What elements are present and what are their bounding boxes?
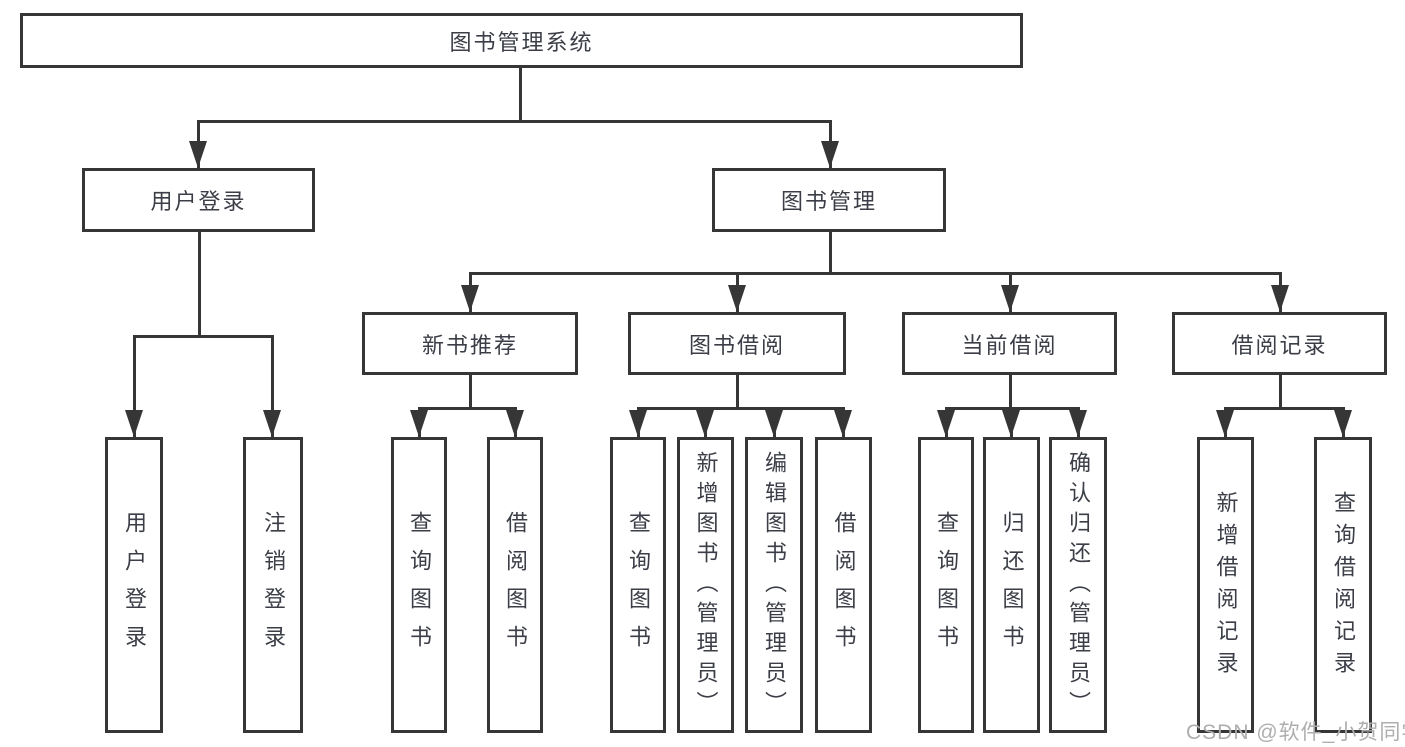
arrowhead-down-icon — [834, 410, 852, 437]
arrowhead-down-icon — [1002, 410, 1020, 437]
arrowhead-down-icon — [506, 410, 524, 437]
leaf-query-books: 查询图书 — [610, 437, 666, 733]
arrowhead-down-icon — [629, 410, 647, 437]
leaf-edit-books-admin: 编辑图书（管理员） — [745, 437, 803, 733]
arrowhead-down-icon — [1271, 285, 1289, 312]
node-current-borrowing: 当前借阅 — [902, 312, 1117, 375]
connector-line — [271, 335, 274, 437]
connector-line — [829, 232, 832, 274]
node-library-management-system: 图书管理系统 — [20, 13, 1023, 68]
arrowhead-down-icon — [765, 410, 783, 437]
arrowhead-down-icon — [1069, 410, 1087, 437]
arrowhead-down-icon — [263, 410, 281, 437]
leaf-add-borrow-record: 新增借阅记录 — [1197, 437, 1254, 733]
connector-line — [418, 407, 517, 410]
leaf-confirm-return-admin: 确认归还（管理员） — [1049, 437, 1107, 733]
arrowhead-down-icon — [1216, 410, 1234, 437]
connector-line — [133, 335, 136, 437]
leaf-logout: 注销登录 — [243, 437, 303, 733]
node-user-login: 用户登录 — [82, 168, 315, 232]
arrowhead-down-icon — [821, 141, 839, 168]
arrowhead-down-icon — [1334, 410, 1352, 437]
arrowhead-down-icon — [696, 410, 714, 437]
node-borrowing-records: 借阅记录 — [1172, 312, 1387, 375]
leaf-borrow-books: 借阅图书 — [487, 437, 543, 733]
leaf-query-borrow-record: 查询借阅记录 — [1314, 437, 1372, 733]
arrowhead-down-icon — [937, 410, 955, 437]
connector-line — [1279, 375, 1282, 409]
leaf-user-login: 用户登录 — [105, 437, 163, 733]
connector-line — [197, 120, 832, 123]
connector-line — [469, 375, 472, 409]
leaf-borrow-books: 借阅图书 — [815, 437, 872, 733]
arrowhead-down-icon — [125, 410, 143, 437]
connector-line — [198, 232, 201, 337]
connector-line — [1009, 375, 1012, 409]
leaf-query-books: 查询图书 — [391, 437, 447, 733]
arrowhead-down-icon — [1001, 285, 1019, 312]
arrowhead-down-icon — [461, 285, 479, 312]
connector-line — [519, 68, 522, 120]
csdn-watermark: CSDN @软件_小贺同学 — [1186, 721, 1405, 744]
connector-line — [1224, 407, 1345, 410]
arrowhead-down-icon — [189, 141, 207, 168]
leaf-return-books: 归还图书 — [983, 437, 1040, 733]
connector-line — [637, 407, 845, 410]
arrowhead-down-icon — [410, 410, 428, 437]
connector-line — [736, 375, 739, 409]
node-new-book-recommendation: 新书推荐 — [362, 312, 578, 375]
leaf-add-books-admin: 新增图书（管理员） — [677, 437, 734, 733]
leaf-query-books: 查询图书 — [918, 437, 974, 733]
connector-line — [133, 335, 274, 338]
node-book-borrowing: 图书借阅 — [628, 312, 846, 375]
node-book-management: 图书管理 — [712, 168, 946, 232]
arrowhead-down-icon — [728, 285, 746, 312]
connector-line — [469, 272, 1282, 275]
